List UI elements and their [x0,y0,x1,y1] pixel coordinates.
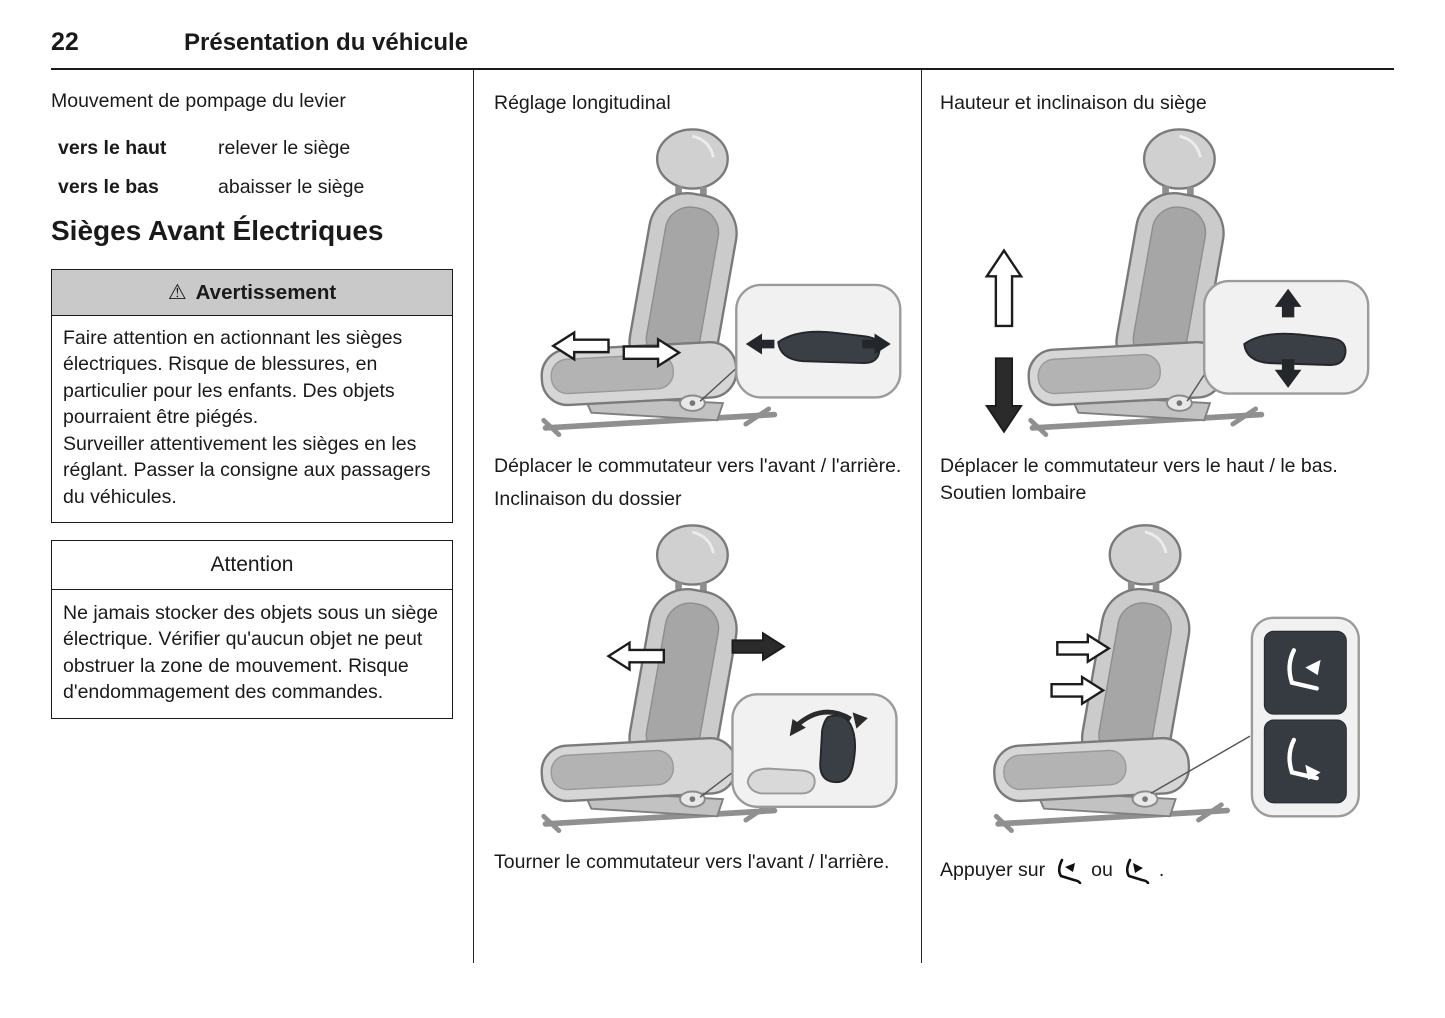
arrow-tilt-icon [731,631,786,662]
lever-table: vers le haut relever le siège vers le ba… [51,137,453,199]
lever-result: relever le siège [218,137,351,159]
lever-result: abaisser le siège [218,176,365,198]
right-column: Hauteur et inclinaison du siège [921,70,1394,963]
caption-backrest: Tourner le commutateur vers l'avant / l'… [494,851,890,873]
arrow-recline-icon [605,640,665,672]
warning-triangle-icon: ⚠ [167,281,187,304]
caption-lumbar: Appuyer sur ou . [940,857,1394,884]
lever-action: vers le haut [58,137,167,159]
caption-lumbar-or: ou [1091,859,1113,881]
lumbar-button-lower [1263,719,1347,804]
table-row: vers le haut relever le siège [51,137,453,160]
table-row: vers le bas abaisser le siège [51,176,453,199]
seat-height-drawing [984,117,1370,449]
arrow-backward-icon [622,337,681,369]
seat-longitudinal-drawing [496,117,901,449]
caution-box-body: Ne jamais stocker des objets sous un siè… [51,588,453,719]
switch-arrow-right-icon [861,333,891,355]
page-header: 22 Présentation du véhicule [51,28,1394,70]
page-title: Présentation du véhicule [184,29,469,56]
heading-longitudinal: Réglage longitudinal [494,92,671,114]
caution-box: Attention Ne jamais stocker des objets s… [51,540,453,719]
page-number: 22 [51,28,79,56]
middle-column: Réglage longitudinal Déplacer l [473,70,921,963]
left-column: Mouvement de pompage du levier vers le h… [51,70,473,963]
arrow-forward-icon [550,330,610,362]
section-heading-electric-seats: Sièges Avant Électriques [51,215,384,246]
heading-backrest: Inclinaison du dossier [494,488,682,510]
caption-lumbar-period: . [1158,859,1165,881]
seat-lumbar-illustration [940,507,1394,847]
heading-height: Hauteur et inclinaison du siège [940,92,1207,114]
switch-arrow-up-icon [1274,288,1302,318]
lumbar-button-upper [1263,630,1347,715]
content-columns: Mouvement de pompage du levier vers le h… [51,70,1394,963]
seat-longitudinal-illustration [494,117,907,449]
seat-profile-icon [1287,648,1319,691]
lumbar-arrow-upper-icon [1056,632,1112,664]
switch-inset [730,693,898,808]
lumbar-arrow-lower-icon [1050,674,1106,706]
seat-backrest-drawing [496,513,898,845]
warning-box-body: Faire attention en actionnant les sièges… [51,314,453,523]
lumbar-increase-icon [1058,858,1082,884]
caption-longitudinal: Déplacer le commutateur vers l'avant / l… [494,455,902,477]
seat-lumbar-drawing [960,507,1360,847]
switch-arrow-down-icon [1274,359,1302,388]
lumbar-button-panel [1250,616,1360,818]
rotate-arrow-icon [793,709,852,729]
warning-box-header: ⚠ Avertissement [51,269,453,316]
seat-profile-icon [1287,737,1319,781]
seat-backrest-illustration [494,513,907,845]
lumbar-decrease-icon [1125,858,1150,884]
lever-heading: Mouvement de pompage du levier [51,90,346,112]
heading-lumbar: Soutien lombaire [940,482,1087,504]
caption-lumbar-prefix: Appuyer sur [940,859,1046,881]
warning-box-title: Avertissement [195,280,337,304]
caution-box-title: Attention [51,540,453,590]
caption-height: Déplacer le commutateur vers le haut / l… [940,455,1338,477]
lever-action: vers le bas [58,176,159,198]
seat-height-illustration [940,117,1394,449]
switch-inset [734,283,901,399]
switch-arrow-left-icon [745,333,774,355]
warning-box: ⚠ Avertissement Faire attention en actio… [51,269,453,523]
arrow-down-icon [985,357,1023,434]
arrow-up-icon [984,248,1024,328]
switch-inset [1202,279,1370,395]
manual-page: 22 Présentation du véhicule Mouvement de… [51,28,1394,963]
